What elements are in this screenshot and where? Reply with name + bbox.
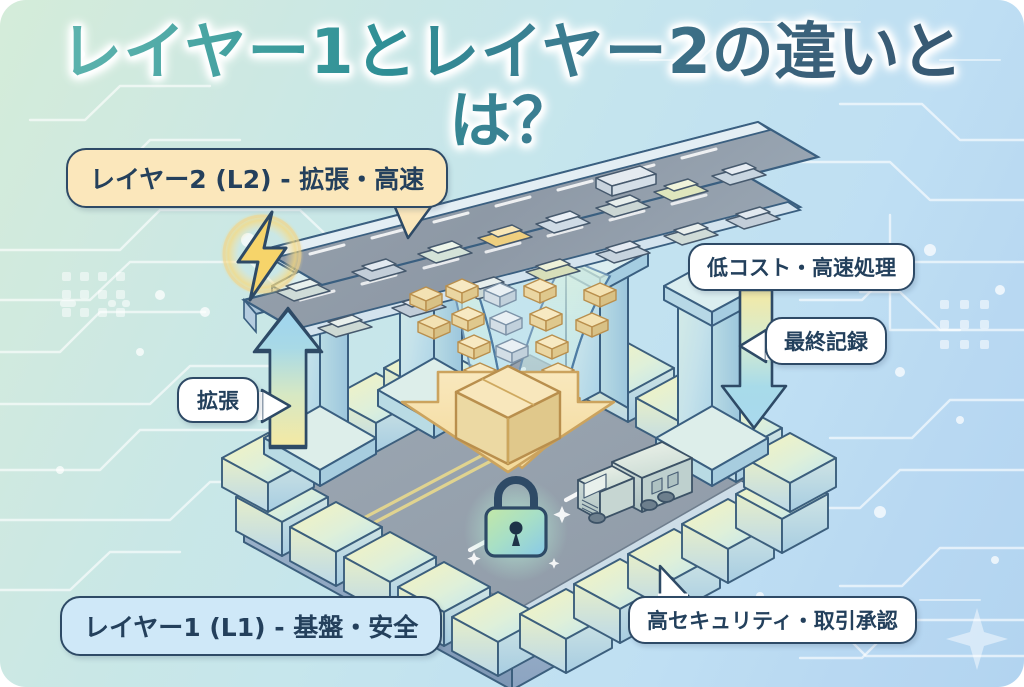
- label-scale-text: 拡張: [197, 389, 239, 413]
- label-layer1[interactable]: レイヤー1 (L1) - 基盤・安全: [60, 596, 443, 656]
- label-layer2-text: レイヤー2 (L2) - 拡張・高速: [90, 165, 425, 194]
- label-final-record[interactable]: 最終記録: [765, 317, 887, 365]
- label-layer1-text: レイヤー1 (L1) - 基盤・安全: [84, 613, 419, 642]
- title-text: レイヤー1とレイヤー2の違いとは？: [0, 17, 1024, 156]
- label-low-cost-text: 低コスト・高速処理: [707, 256, 896, 280]
- label-scale[interactable]: 拡張: [177, 377, 259, 423]
- label-low-cost[interactable]: 低コスト・高速処理: [688, 243, 915, 291]
- label-security[interactable]: 高セキュリティ・取引承認: [628, 596, 917, 644]
- page-title: レイヤー1とレイヤー2の違いとは？: [0, 17, 1024, 156]
- package-box: [454, 364, 562, 466]
- label-layer2[interactable]: レイヤー2 (L2) - 拡張・高速: [66, 148, 449, 208]
- label-final-record-text: 最終記録: [784, 330, 868, 354]
- armored-truck: [577, 441, 693, 524]
- label-security-text: 高セキュリティ・取引承認: [647, 609, 898, 633]
- padlock-icon: [464, 476, 571, 582]
